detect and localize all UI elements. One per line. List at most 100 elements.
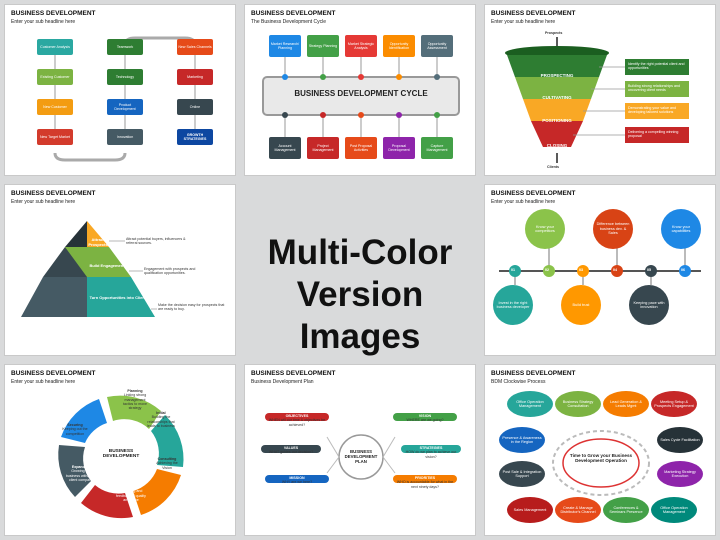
flow-connectors xyxy=(53,36,197,162)
slide-title: BUSINESS DEVELOPMENT xyxy=(491,190,576,197)
funnel-top-label: Prospects xyxy=(545,31,563,35)
slide-development-cycle[interactable]: BUSINESS DEVELOPMENT The Business Develo… xyxy=(244,4,476,176)
pyramid-level-label: Turn Opportunities into Clients xyxy=(89,295,149,300)
center-heading: Multi-Color Version Images xyxy=(248,232,472,358)
plan-item-name: OBJECTIVES xyxy=(285,414,309,418)
funnel-note: Identify the right potential client and … xyxy=(628,62,685,71)
flow-box: Marketing xyxy=(177,69,213,85)
timeline-step-number: 01 xyxy=(511,268,515,272)
slide-subtitle: The Business Development Cycle xyxy=(251,19,327,25)
pyramid-level-label: Build Engagement xyxy=(89,263,125,268)
cycle-connectors xyxy=(262,57,460,137)
timeline-step-number: 02 xyxy=(545,268,549,272)
flow-box: New Sales Channels xyxy=(177,39,213,55)
clockwise-item: Post Sale & Integration Support xyxy=(499,461,545,487)
slide-subtitle: Business Development Plan xyxy=(251,379,314,385)
cycle-top-step: Opportunity Assessment xyxy=(421,35,453,57)
funnel-note: Delivering a compelling winning proposal xyxy=(628,130,679,139)
slide-process-cycle[interactable]: BUSINESS DEVELOPMENT Enter your sub head… xyxy=(4,364,236,536)
slide-title: BUSINESS DEVELOPMENT xyxy=(11,190,96,197)
slide-title: BUSINESS DEVELOPMENT xyxy=(251,370,336,377)
process-step-desc: Building the relationships that leads to… xyxy=(147,415,175,428)
plan-item-name: VALUES xyxy=(283,446,299,450)
timeline-step-number: 03 xyxy=(579,268,583,272)
process-step-name: Consulting xyxy=(157,457,177,461)
funnel-stage-label: CLOSING xyxy=(546,143,568,148)
plan-item-desc: WHY are we here? xyxy=(281,480,313,485)
flow-box: New Target Market xyxy=(37,129,73,145)
timeline-circle: Build trust xyxy=(561,285,601,325)
cycle-top-step: Opportunity Identification xyxy=(383,35,415,57)
funnel-graphic xyxy=(505,37,689,163)
plan-item-name: PRIORITIES xyxy=(414,476,436,480)
cycle-bottom-step: Post Proposal Activities xyxy=(345,137,377,159)
timeline-circle: Invest in the right business developer xyxy=(493,285,533,325)
slide-sales-funnel[interactable]: BUSINESS DEVELOPMENT Enter your sub head… xyxy=(484,4,716,176)
slide-subtitle: Enter your sub headline here xyxy=(11,379,76,385)
slide-subtitle: Enter your sub headline here xyxy=(491,199,556,205)
clockwise-item: Sales Management xyxy=(507,497,553,523)
flow-box: Online xyxy=(177,99,213,115)
funnel-stage-label: CULTIVATING xyxy=(542,95,572,100)
plan-item-desc: WHERE are we going? xyxy=(406,418,444,423)
flow-box: Existing Customer xyxy=(37,69,73,85)
slide-pyramid[interactable]: BUSINESS DEVELOPMENT Enter your sub head… xyxy=(4,184,236,356)
clockwise-item: Office Operation Management xyxy=(651,497,697,523)
process-step-name: Planning xyxy=(127,389,143,393)
process-step-desc: Growing the business within the client c… xyxy=(65,469,97,482)
clockwise-item: Business Strategy Consultation xyxy=(555,391,601,417)
timeline-step-number: 05 xyxy=(647,268,651,272)
cycle-top-step: Market Strategic Analysis xyxy=(345,35,377,57)
slide-title: BUSINESS DEVELOPMENT xyxy=(11,370,96,377)
process-step-desc: Keeping out the competition xyxy=(62,427,88,436)
plan-center: BUSINESS DEVELOPMENT PLAN xyxy=(344,449,378,464)
slide-clockwise-process[interactable]: BUSINESS DEVELOPMENT BDM Clockwise Proce… xyxy=(484,364,716,536)
clockwise-item: Create & Manage Distributor's Channel xyxy=(555,497,601,523)
flow-box: Innovation xyxy=(107,129,143,145)
center-heading-line2: Version Images xyxy=(296,275,424,356)
cycle-bottom-step: Account Management xyxy=(269,137,301,159)
cycle-bottom-step: Proposal Development xyxy=(383,137,415,159)
slide-subtitle: Enter your sub headline here xyxy=(11,19,76,25)
timeline-circle: Know your competitors xyxy=(525,209,565,249)
clockwise-center: Time to Grow your Business Development O… xyxy=(569,453,633,463)
clockwise-item: Lead Generation & Leads Mgmt xyxy=(603,391,649,417)
slide-growth-strategies[interactable]: BUSINESS DEVELOPMENT Enter your sub head… xyxy=(4,4,236,176)
plan-item-desc: HOW do we plan to achieve our vision? xyxy=(405,450,457,459)
flow-box-highlight: GROWTH STRATEGIES xyxy=(177,129,213,145)
slide-title: BUSINESS DEVELOPMENT xyxy=(11,10,96,17)
slide-timeline[interactable]: BUSINESS DEVELOPMENT Enter your sub head… xyxy=(484,184,716,356)
clockwise-item: Sales Cycle Facilitation xyxy=(657,427,703,453)
funnel-stage-label: PROSPECTING xyxy=(540,73,574,78)
clockwise-ring xyxy=(552,430,650,496)
slide-title: BUSINESS DEVELOPMENT xyxy=(491,370,576,377)
process-step-name: Securing xyxy=(67,423,83,427)
funnel-note: Demonstrating your value and developing … xyxy=(628,106,676,115)
clockwise-item: Conferences & Seminars Presence xyxy=(603,497,649,523)
funnel-stage-label: POSITIONING xyxy=(542,118,572,123)
process-step-desc: Achieving the Vision xyxy=(156,461,178,470)
pyramid-note: Make the decision easy for prospects tha… xyxy=(158,303,225,312)
cycle-title: BUSINESS DEVELOPMENT CYCLE xyxy=(294,89,428,98)
plan-item-desc: WHEN will our time & objectives be achie… xyxy=(268,418,326,427)
slide-development-plan[interactable]: BUSINESS DEVELOPMENT Business Developmen… xyxy=(244,364,476,536)
timeline-circle: Difference between business dev. & Sales xyxy=(593,209,633,249)
process-cycle-graphic xyxy=(58,395,184,519)
plan-item-desc: WHAT guides our decision? xyxy=(268,450,314,455)
timeline-step-number: 04 xyxy=(613,268,617,272)
pyramid-note: Engagement with prospects and qualificat… xyxy=(144,267,196,276)
plan-item-name: STRATEGIES xyxy=(419,446,443,450)
process-step-desc: Managing and feedback of quality and val… xyxy=(116,489,146,502)
funnel-bottom-label: Clients xyxy=(547,165,559,169)
slide-title: BUSINESS DEVELOPMENT xyxy=(491,10,576,17)
